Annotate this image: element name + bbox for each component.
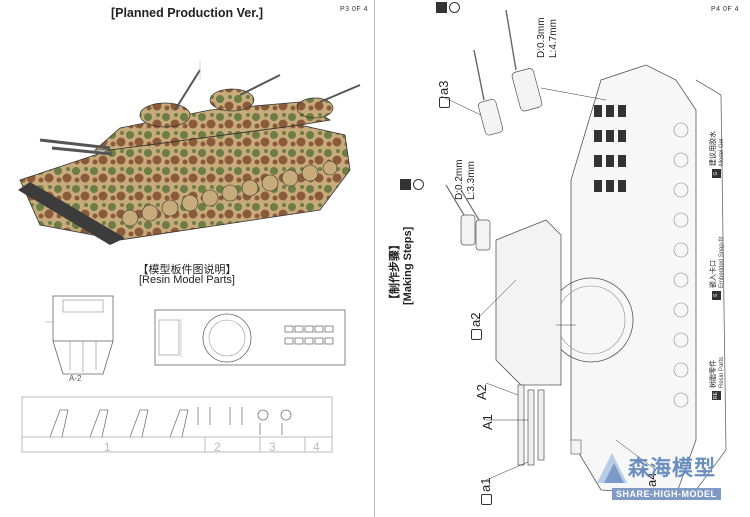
part-label-a2: A-2: [69, 374, 82, 383]
resin-parts-icon: RE: [712, 391, 721, 400]
sprue-number-4: 4: [313, 440, 320, 454]
step-icons-top: [436, 2, 460, 14]
section-heading-cn: 【模型板件图说明】: [137, 263, 237, 276]
resin-part-icon: [481, 494, 493, 505]
tank-illustration: [18, 60, 361, 245]
dimension-d1: D:0.3mm: [536, 17, 547, 58]
sprue-frame: [21, 396, 333, 453]
sprue-number-2: 2: [214, 440, 221, 454]
page-number: P4 0F 4: [711, 6, 740, 13]
part-label-a3: a3: [436, 81, 451, 108]
sprue-number-3: 3: [269, 440, 276, 454]
gel-icon: G: [712, 169, 721, 178]
part-label-A1: A1: [480, 414, 495, 430]
hull-top-drawing: [154, 309, 346, 366]
snap-icon: [449, 2, 460, 13]
section-heading-en: [Resin Model Parts]: [139, 274, 235, 286]
left-page: [Planned Production Ver.] P3 0F 4: [18, 0, 375, 517]
snap-icon: [413, 179, 424, 190]
watermark: 森海模型 SHARE-HIGH-MODEL: [592, 448, 742, 508]
dimension-l2: L:3.3mm: [466, 161, 477, 200]
watermark-logo-icon: [597, 453, 627, 483]
snap-fit-icon: S: [712, 291, 721, 300]
dimension-l1: L:4.7mm: [548, 19, 559, 58]
part-label-a1: a1: [478, 478, 493, 505]
part-a2-drawing: [45, 295, 114, 375]
sprue-number-1: 1: [104, 440, 111, 454]
part-label-a2: a2: [468, 313, 483, 340]
glue-icon: [436, 2, 447, 13]
page-title: [Planned Production Ver.]: [110, 6, 264, 20]
resin-part-icon: [471, 329, 483, 340]
dimension-d2: D:0.2mm: [454, 159, 465, 200]
step-icons-mid: [400, 179, 424, 191]
right-page: P4 0F 4 【制作步骤】 [Making Steps]: [376, 0, 750, 517]
glue-icon: [400, 179, 411, 190]
watermark-cn: 森海模型: [628, 456, 716, 480]
resin-part-icon: [439, 97, 451, 108]
part-label-A2: A2: [474, 384, 489, 400]
assembly-drawing: [440, 9, 727, 496]
page-number: P3 0F 4: [340, 6, 369, 13]
watermark-en: SHARE-HIGH-MODEL: [612, 488, 721, 500]
